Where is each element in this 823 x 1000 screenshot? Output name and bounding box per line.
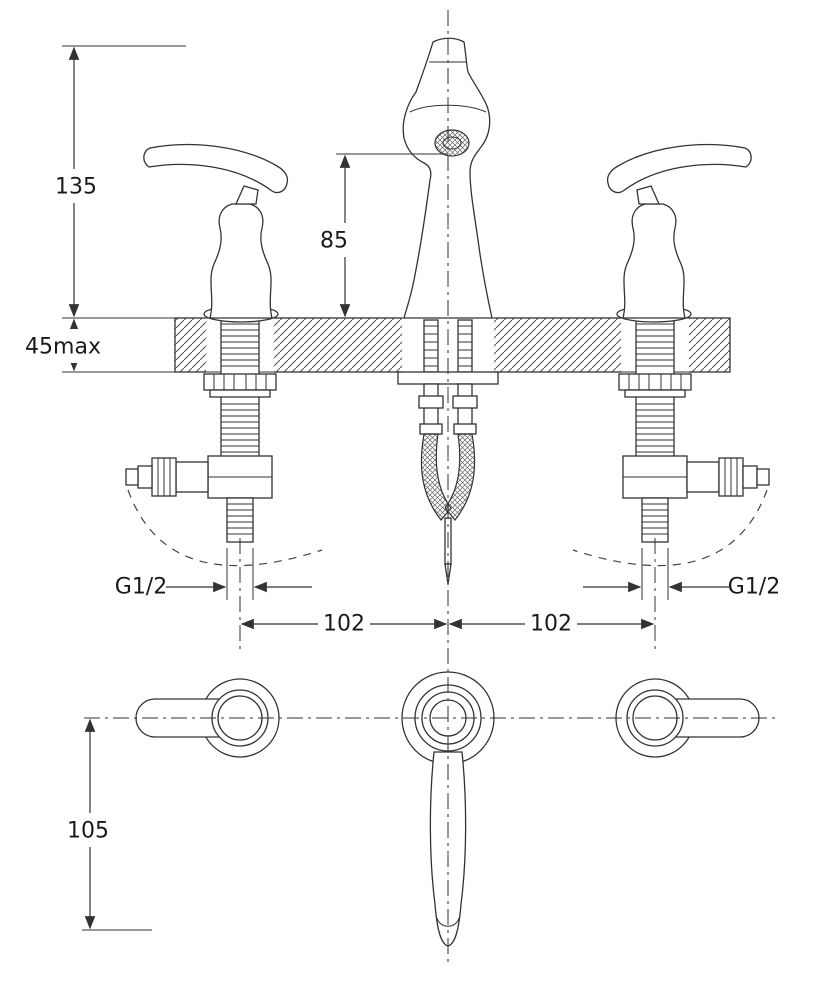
aerator-outlet — [434, 129, 470, 157]
dim-105-label: 105 — [67, 819, 109, 844]
flex-hose-right — [444, 433, 476, 521]
dim-85-label: 85 — [320, 229, 348, 254]
dimension-label-backgrounds — [22, 169, 577, 847]
dim-g12-left-label: G1/2 — [115, 575, 167, 600]
center-underdeck-assembly — [397, 319, 499, 585]
dim-102-left-label: 102 — [323, 612, 365, 637]
dim-45max-label: 45max — [25, 335, 101, 360]
dimension-labels: 135 45max 85 G1/2 G1/2 102 102 105 — [25, 175, 780, 844]
left-handle-front — [143, 143, 289, 323]
right-handle-front — [606, 143, 752, 323]
tailpiece-g12 — [226, 497, 254, 543]
dim-102-right-label: 102 — [530, 612, 572, 637]
centerlines — [84, 10, 778, 965]
dim-135-label: 135 — [55, 175, 97, 200]
flex-hose-left — [420, 433, 452, 521]
dim-g12-right-label: G1/2 — [728, 575, 780, 600]
handle-bonnet — [209, 203, 273, 319]
handle-lever — [143, 143, 289, 194]
